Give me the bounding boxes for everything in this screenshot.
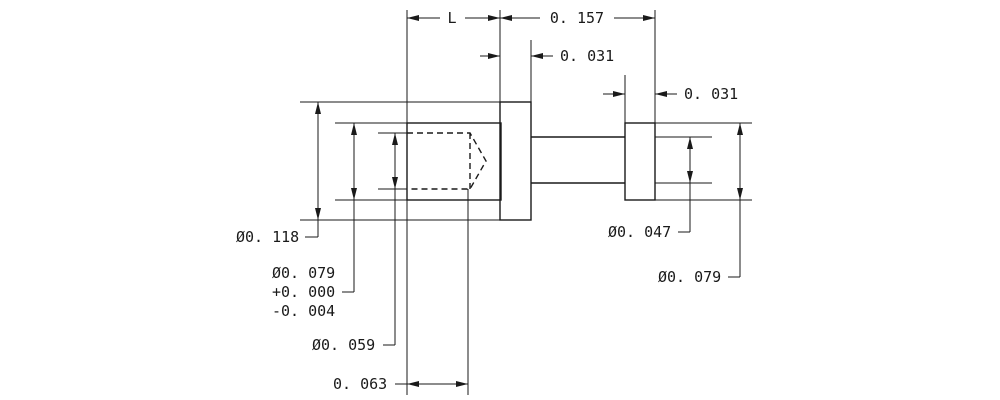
dim-collar-width: 0. 031 bbox=[480, 47, 614, 65]
bore-depth-label: 0. 063 bbox=[333, 375, 387, 393]
collar bbox=[499, 101, 532, 221]
dim-overall-right: 0. 157 bbox=[500, 9, 655, 27]
body-tolerance-minus: -0. 004 bbox=[272, 302, 335, 320]
dim-length-L: L bbox=[407, 9, 500, 27]
collar-diameter-label: Ø0. 118 bbox=[236, 228, 299, 246]
body-tolerance-plus: +0. 000 bbox=[272, 283, 335, 301]
dim-shaft-diameter: Ø0. 047 bbox=[608, 137, 693, 241]
part-outline bbox=[406, 101, 656, 221]
shaft-diameter-label: Ø0. 047 bbox=[608, 223, 671, 241]
dim-bore-depth: 0. 063 bbox=[333, 375, 468, 393]
dim-body-diameter: Ø0. 079 +0. 000 -0. 004 bbox=[272, 123, 357, 320]
body-diameter-label: Ø0. 079 bbox=[272, 264, 335, 282]
dim-tip-width: 0. 031 bbox=[603, 85, 738, 103]
dim-bore-diameter: Ø0. 059 bbox=[312, 133, 398, 354]
bore-diameter-label: Ø0. 059 bbox=[312, 336, 375, 354]
tip-diameter-label: Ø0. 079 bbox=[658, 268, 721, 286]
tip bbox=[624, 122, 656, 201]
tip-width-label: 0. 031 bbox=[684, 85, 738, 103]
hidden-bore bbox=[407, 132, 487, 190]
extension-lines bbox=[300, 10, 752, 395]
length-label: L bbox=[447, 9, 456, 27]
overall-right-label: 0. 157 bbox=[550, 9, 604, 27]
dim-tip-diameter: Ø0. 079 bbox=[658, 123, 743, 286]
dim-collar-diameter: Ø0. 118 bbox=[236, 102, 321, 246]
collar-width-label: 0. 031 bbox=[560, 47, 614, 65]
socket-body bbox=[406, 122, 502, 201]
